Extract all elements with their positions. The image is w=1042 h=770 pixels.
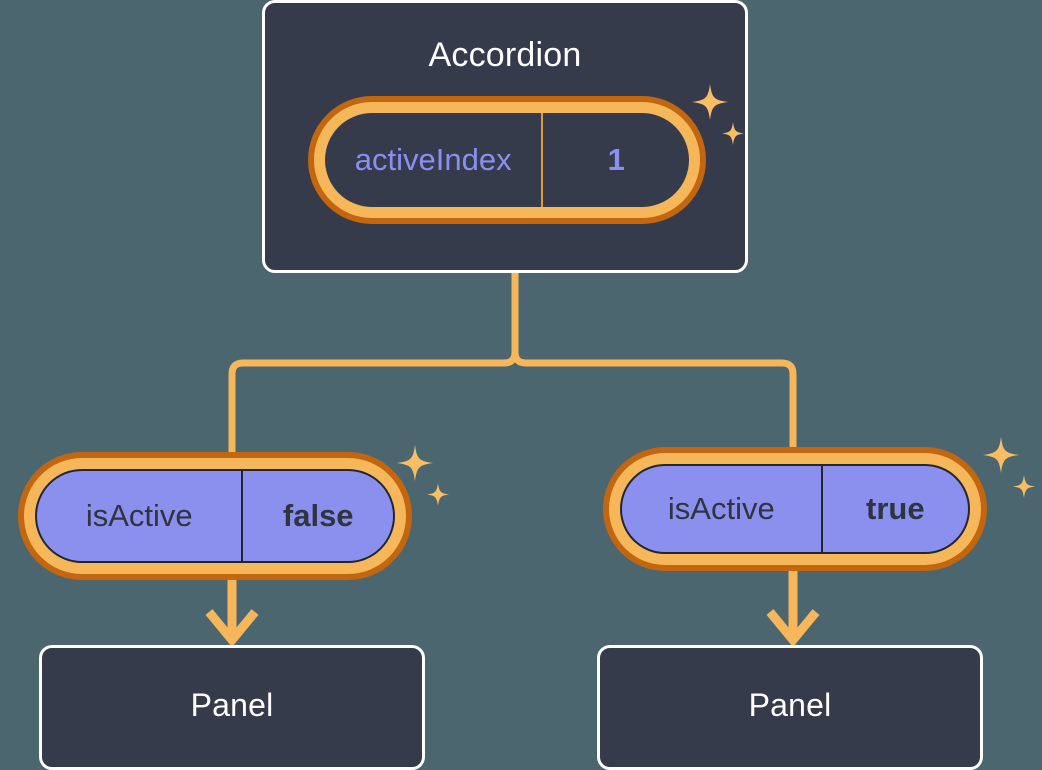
- state-key-label: activeIndex: [325, 113, 544, 207]
- sparkle-icon-right: [979, 435, 1041, 510]
- state-value-label: 1: [607, 142, 625, 177]
- pill-body: isActive true: [620, 464, 970, 554]
- connector-branch-left: [228, 273, 519, 455]
- component-title-accordion: Accordion: [428, 36, 582, 74]
- state-key-label: isActive: [37, 471, 244, 561]
- state-value-label: true: [866, 491, 925, 526]
- state-pill-is-active-false[interactable]: isActive false: [18, 452, 412, 580]
- connector-branch-right: [511, 273, 797, 450]
- state-pill-is-active-true[interactable]: isActive true: [603, 447, 987, 571]
- arrow-down-icon-left: [205, 578, 259, 648]
- component-title-panel-right: Panel: [748, 687, 832, 723]
- component-box-panel-left[interactable]: Panel: [39, 645, 425, 770]
- arrow-down-icon-right: [766, 570, 820, 648]
- state-pill-active-index[interactable]: activeIndex 1: [308, 96, 706, 224]
- pill-body: activeIndex 1: [325, 113, 689, 207]
- state-value-label: false: [282, 498, 354, 533]
- state-key-label: isActive: [622, 466, 823, 552]
- component-title-panel-left: Panel: [190, 687, 274, 723]
- component-box-panel-right[interactable]: Panel: [597, 645, 983, 770]
- pill-body: isActive false: [35, 469, 395, 563]
